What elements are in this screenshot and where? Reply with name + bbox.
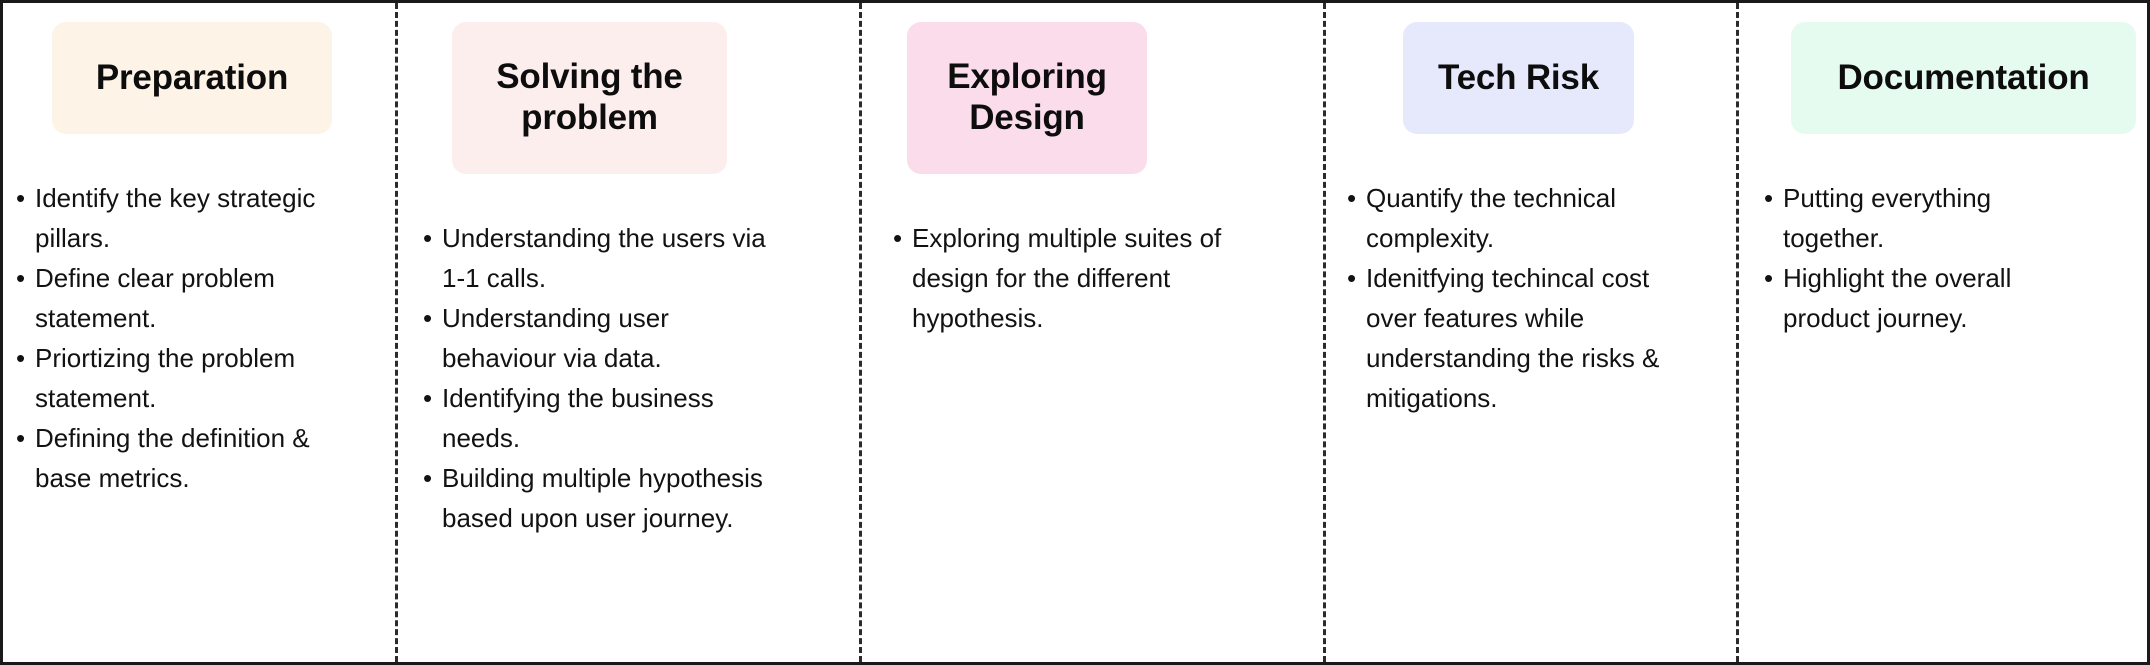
list-item-text: Highlight the overall product journey.	[1783, 263, 2012, 334]
list-item: • Define clear problem statement.	[16, 258, 336, 338]
phase-title-exploring-design: Exploring Design	[947, 57, 1107, 137]
bullet-icon: •	[16, 263, 26, 294]
list-item: • Highlight the overall product journey.	[1764, 258, 2094, 338]
list-item: • Understanding the users via 1-1 calls.	[423, 218, 773, 298]
list-item: • Exploring multiple suites of design fo…	[893, 218, 1253, 338]
phase-bullets-exploring-design: • Exploring multiple suites of design fo…	[893, 218, 1253, 338]
phase-column-documentation: Documentation • Putting everything toget…	[1736, 3, 2147, 662]
list-item: • Identifying the business needs.	[423, 378, 773, 458]
list-item: • Idenitfying techincal cost over featur…	[1347, 258, 1702, 418]
list-item-text: Identifying the business needs.	[442, 383, 714, 454]
phase-column-preparation: Preparation • Identify the key strategic…	[3, 3, 395, 662]
list-item-text: Idenitfying techincal cost over features…	[1366, 263, 1660, 414]
phase-title-tech-risk: Tech Risk	[1438, 57, 1599, 97]
list-item-text: Putting everything together.	[1783, 183, 1992, 254]
phase-chip-documentation: Documentation	[1791, 22, 2136, 134]
list-item-text: Identify the key strategic pillars.	[35, 183, 316, 254]
column-divider-4	[1736, 3, 1739, 662]
list-item-text: Understanding user behaviour via data.	[442, 303, 669, 374]
phase-title-solving-the-problem: Solving the problem	[496, 57, 683, 137]
list-item: • Identify the key strategic pillars.	[16, 178, 336, 258]
bullet-icon: •	[423, 383, 433, 414]
bullet-icon: •	[16, 343, 26, 374]
list-item: • Quantify the technical complexity.	[1347, 178, 1702, 258]
list-item: • Building multiple hypothesis based upo…	[423, 458, 773, 538]
phase-columns: Preparation • Identify the key strategic…	[3, 3, 2147, 662]
phase-chip-solving-the-problem: Solving the problem	[452, 22, 727, 174]
phase-chip-tech-risk: Tech Risk	[1403, 22, 1634, 134]
column-divider-1	[395, 3, 398, 662]
phase-chip-preparation: Preparation	[52, 22, 332, 134]
bullet-icon: •	[1347, 183, 1357, 213]
list-item-text: Exploring multiple suites of design for …	[912, 223, 1222, 334]
bullet-icon: •	[1347, 263, 1357, 294]
list-item-text: Defining the definition & base metrics.	[35, 423, 310, 494]
phase-column-tech-risk: Tech Risk • Quantify the technical compl…	[1323, 3, 1736, 662]
phase-bullets-solving-the-problem: • Understanding the users via 1-1 calls.…	[423, 218, 773, 538]
bullet-icon: •	[423, 463, 433, 494]
phase-bullets-documentation: • Putting everything together. • Highlig…	[1764, 178, 2094, 338]
list-item: • Defining the definition & base metrics…	[16, 418, 336, 498]
phase-bullets-preparation: • Identify the key strategic pillars. • …	[16, 178, 336, 498]
phase-bullets-tech-risk: • Quantify the technical complexity. • I…	[1347, 178, 1702, 418]
phase-title-preparation: Preparation	[95, 57, 289, 97]
bullet-icon: •	[1764, 183, 1774, 213]
bullet-icon: •	[16, 183, 26, 213]
bullet-icon: •	[423, 303, 433, 334]
list-item-text: Priortizing the problem statement.	[35, 343, 296, 414]
list-item-text: Building multiple hypothesis based upon …	[442, 463, 763, 534]
list-item-text: Define clear problem statement.	[35, 263, 275, 334]
bullet-icon: •	[423, 223, 433, 253]
list-item: • Understanding user behaviour via data.	[423, 298, 773, 378]
list-item: • Putting everything together.	[1764, 178, 2094, 258]
list-item-text: Quantify the technical complexity.	[1366, 183, 1617, 254]
list-item: • Priortizing the problem statement.	[16, 338, 336, 418]
list-item-text: Understanding the users via 1-1 calls.	[442, 223, 766, 294]
column-divider-3	[1323, 3, 1326, 662]
phase-column-solving-the-problem: Solving the problem • Understanding the …	[395, 3, 859, 662]
phase-column-exploring-design: Exploring Design • Exploring multiple su…	[859, 3, 1323, 662]
phase-chip-exploring-design: Exploring Design	[907, 22, 1147, 174]
phase-title-documentation: Documentation	[1837, 57, 2090, 97]
bullet-icon: •	[16, 423, 26, 454]
bullet-icon: •	[1764, 263, 1774, 294]
column-divider-2	[859, 3, 862, 662]
bullet-icon: •	[893, 223, 903, 253]
